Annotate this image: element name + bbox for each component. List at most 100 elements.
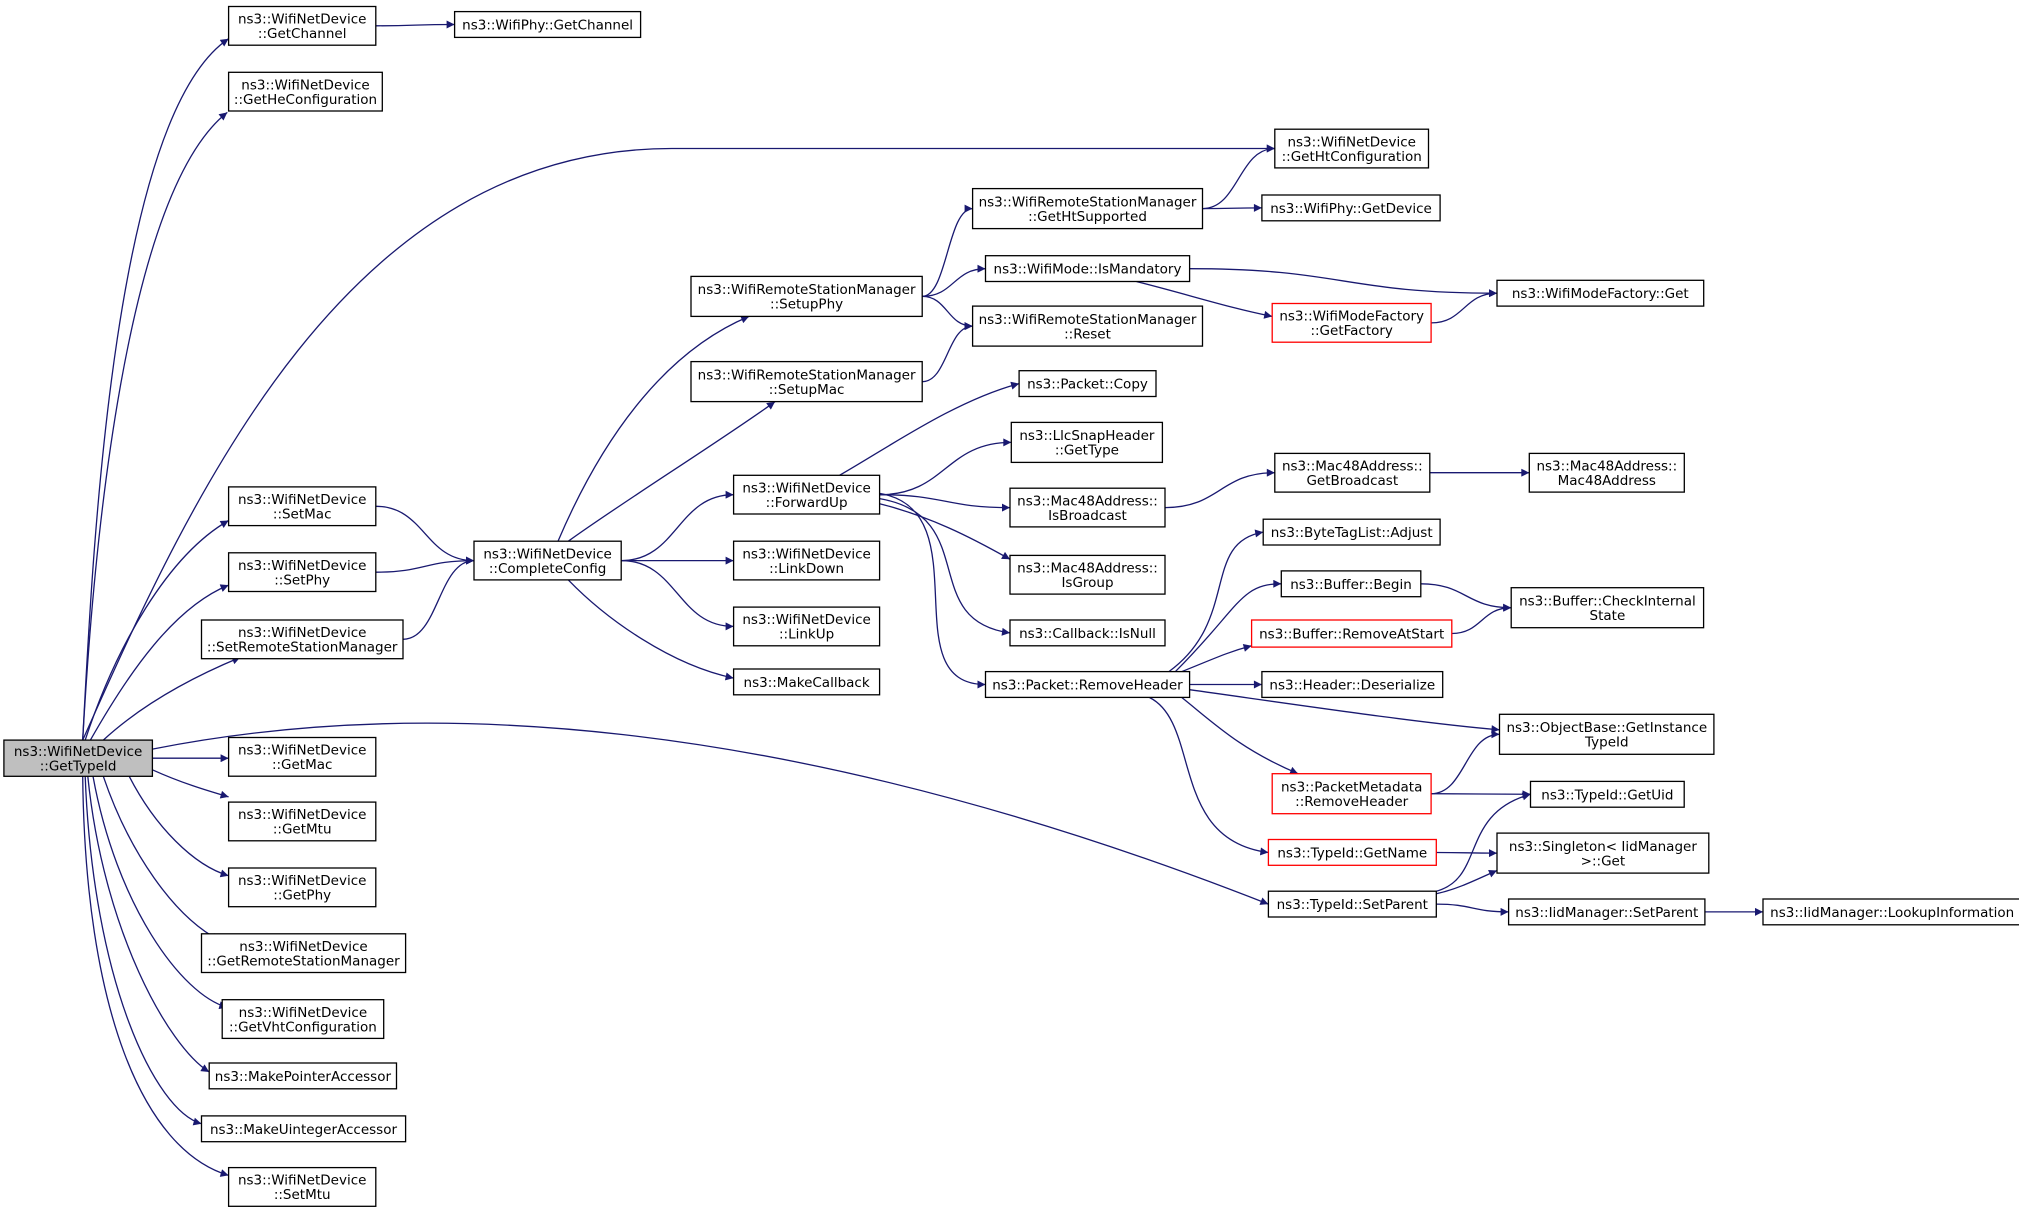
- node-llcGetType[interactable]: ns3::LlcSnapHeader::GetType: [1010, 421, 1164, 464]
- node-label-line: ns3::WifiRemoteStationManager: [698, 367, 916, 383]
- call-edge-typeIdSetParent-to-singletonGet: [1436, 869, 1498, 895]
- node-isGroup[interactable]: ns3::Mac48Address::IsGroup: [1009, 554, 1166, 595]
- edge-arrow: [567, 401, 776, 542]
- node-phyGetDevice[interactable]: ns3::WifiPhy::GetDevice: [1261, 194, 1441, 222]
- node-label-line: TypeId: [1584, 735, 1629, 751]
- node-label-line: ::GetMtu: [273, 822, 332, 838]
- node-getChannel[interactable]: ns3::WifiNetDevice::GetChannel: [227, 5, 377, 46]
- node-forwardUp[interactable]: ns3::WifiNetDevice::ForwardUp: [732, 474, 881, 515]
- node-setMtu[interactable]: ns3::WifiNetDevice::SetMtu: [227, 1166, 377, 1207]
- node-singletonGet[interactable]: ns3::Singleton< IidManager>::Get: [1496, 832, 1710, 874]
- edge-arrow: [1431, 730, 1500, 795]
- edge-arrow: [1149, 696, 1269, 856]
- node-label-line: ns3::ByteTagList::Adjust: [1271, 525, 1433, 541]
- call-edge-setupPhy-to-getHtSupported: [922, 204, 973, 298]
- node-typeIdGetUid[interactable]: ns3::TypeId::GetUid: [1529, 780, 1685, 808]
- node-typeIdGetName[interactable]: ns3::TypeId::GetName: [1267, 838, 1437, 866]
- node-linkUp[interactable]: ns3::WifiNetDevice::LinkUp: [732, 606, 881, 647]
- node-macCtor[interactable]: ns3::Mac48Address::Mac48Address: [1528, 452, 1685, 493]
- node-getBroadcast[interactable]: ns3::Mac48Address::GetBroadcast: [1274, 452, 1431, 493]
- edge-arrow: [879, 438, 1012, 496]
- node-setRsm[interactable]: ns3::WifiNetDevice::SetRemoteStationMana…: [200, 619, 404, 660]
- node-getMac[interactable]: ns3::WifiNetDevice::GetMac: [227, 736, 377, 777]
- node-label-line: ns3::WifiNetDevice: [238, 1173, 366, 1189]
- node-label-line: ::SetMac: [273, 507, 332, 523]
- node-bufferBegin[interactable]: ns3::Buffer::Begin: [1280, 570, 1422, 598]
- node-setupPhy[interactable]: ns3::WifiRemoteStationManager::SetupPhy: [690, 275, 923, 318]
- node-label-line: ::GetType: [1055, 443, 1119, 459]
- node-label-line: ns3::Mac48Address::: [1017, 493, 1158, 509]
- call-edge-setupPhy-to-rsmReset: [922, 295, 973, 331]
- node-box: [227, 801, 377, 842]
- call-edge-completeConfig-to-setupPhy: [557, 315, 750, 542]
- node-getHtConfiguration[interactable]: ns3::WifiNetDevice::GetHtConfiguration: [1274, 128, 1430, 169]
- call-edge-forwardUp-to-isBroadcast: [879, 494, 1011, 512]
- node-modeFactoryGet[interactable]: ns3::WifiModeFactory::Get: [1496, 279, 1705, 307]
- node-getPhy[interactable]: ns3::WifiNetDevice::GetPhy: [227, 867, 377, 908]
- node-box: [227, 552, 377, 593]
- node-isMandatory[interactable]: ns3::WifiMode::IsMandatory: [984, 255, 1191, 283]
- node-box: [984, 670, 1191, 699]
- node-label-line: ns3::Packet::Copy: [1027, 377, 1148, 393]
- node-byteTagAdjust[interactable]: ns3::ByteTagList::Adjust: [1262, 518, 1441, 546]
- node-box: [1267, 890, 1437, 918]
- node-rsmReset[interactable]: ns3::WifiRemoteStationManager::Reset: [971, 305, 1204, 347]
- node-makeCallback[interactable]: ns3::MakeCallback: [732, 668, 881, 696]
- node-makeUintegerAccessor[interactable]: ns3::MakeUintegerAccessor: [200, 1115, 407, 1143]
- edge-arrow: [1189, 689, 1500, 734]
- node-completeConfig[interactable]: ns3::WifiNetDevice::CompleteConfig: [473, 540, 622, 581]
- node-box: [1274, 452, 1431, 493]
- node-removeHeader[interactable]: ns3::Packet::RemoveHeader: [984, 670, 1191, 699]
- node-label-line: ns3::WifiNetDevice: [238, 12, 366, 28]
- call-edge-getTypeId-to-setPhy: [89, 584, 229, 741]
- node-box: [227, 486, 377, 527]
- node-label-line: ns3::Mac48Address::: [1536, 459, 1677, 475]
- node-typeIdSetParent[interactable]: ns3::TypeId::SetParent: [1267, 890, 1437, 918]
- call-edge-getTypeId-to-getRsm: [102, 776, 220, 941]
- edge-arrow: [1436, 903, 1509, 916]
- node-isBroadcast[interactable]: ns3::Mac48Address::IsBroadcast: [1009, 487, 1166, 528]
- node-getFactory[interactable]: ns3::WifiModeFactory::GetFactory: [1271, 302, 1432, 343]
- call-edge-typeIdSetParent-to-iidSetParent: [1436, 903, 1509, 916]
- node-box: [227, 1166, 377, 1207]
- node-lookupInformation[interactable]: ns3::IidManager::LookupInformation: [1762, 898, 2019, 926]
- node-setupMac[interactable]: ns3::WifiRemoteStationManager::SetupMac: [690, 360, 923, 403]
- node-callbackIsNull[interactable]: ns3::Callback::IsNull: [1009, 619, 1166, 647]
- node-headerDeserialize[interactable]: ns3::Header::Deserialize: [1261, 670, 1444, 699]
- node-getHtSupported[interactable]: ns3::WifiRemoteStationManager::GetHtSupp…: [971, 187, 1204, 230]
- node-label-line: ::SetPhy: [274, 572, 330, 588]
- node-box: [227, 5, 377, 46]
- node-box: [200, 619, 404, 660]
- node-packetCopy[interactable]: ns3::Packet::Copy: [1018, 370, 1157, 398]
- node-metaRemoveHeader[interactable]: ns3::PacketMetadata::RemoveHeader: [1271, 773, 1432, 815]
- edge-arrow: [1202, 203, 1262, 212]
- node-getHeConfiguration[interactable]: ns3::WifiNetDevice::GetHeConfiguration: [227, 71, 383, 112]
- node-linkDown[interactable]: ns3::WifiNetDevice::LinkDown: [732, 540, 881, 581]
- node-label-line: ns3::Buffer::CheckInternal: [1519, 593, 1696, 609]
- node-label-line: ns3::WifiNetDevice: [239, 1005, 367, 1021]
- edge-arrow: [102, 656, 241, 741]
- node-getMtu[interactable]: ns3::WifiNetDevice::GetMtu: [227, 801, 377, 842]
- node-label-line: ns3::ObjectBase::GetInstance: [1506, 720, 1707, 736]
- node-getRsm[interactable]: ns3::WifiNetDevice::GetRemoteStationMana…: [200, 933, 407, 974]
- edge-arrow: [621, 559, 734, 631]
- node-label-line: ::GetHeConfiguration: [234, 92, 377, 108]
- node-getVhtConfiguration[interactable]: ns3::WifiNetDevice::GetVhtConfiguration: [221, 999, 385, 1040]
- node-removeAtStart[interactable]: ns3::Buffer::RemoveAtStart: [1250, 619, 1453, 648]
- node-label-line: ns3::WifiPhy::GetChannel: [462, 18, 633, 34]
- node-label-line: ns3::WifiMode::IsMandatory: [994, 262, 1182, 278]
- node-makePointerAccessor[interactable]: ns3::MakePointerAccessor: [208, 1062, 398, 1090]
- node-label-line: ::GetVhtConfiguration: [229, 1019, 377, 1035]
- node-phyGetChannel[interactable]: ns3::WifiPhy::GetChannel: [453, 10, 642, 39]
- node-label-line: ns3::WifiNetDevice: [238, 873, 366, 889]
- node-setPhy[interactable]: ns3::WifiNetDevice::SetPhy: [227, 552, 377, 593]
- node-iidSetParent[interactable]: ns3::IidManager::SetParent: [1507, 898, 1706, 926]
- node-setMac[interactable]: ns3::WifiNetDevice::SetMac: [227, 486, 377, 527]
- node-getTypeId[interactable]: ns3::WifiNetDevice::GetTypeId: [3, 739, 154, 777]
- call-edge-forwardUp-to-packetCopy: [839, 381, 1020, 476]
- edge-arrow: [922, 295, 973, 331]
- edge-arrow: [84, 519, 229, 741]
